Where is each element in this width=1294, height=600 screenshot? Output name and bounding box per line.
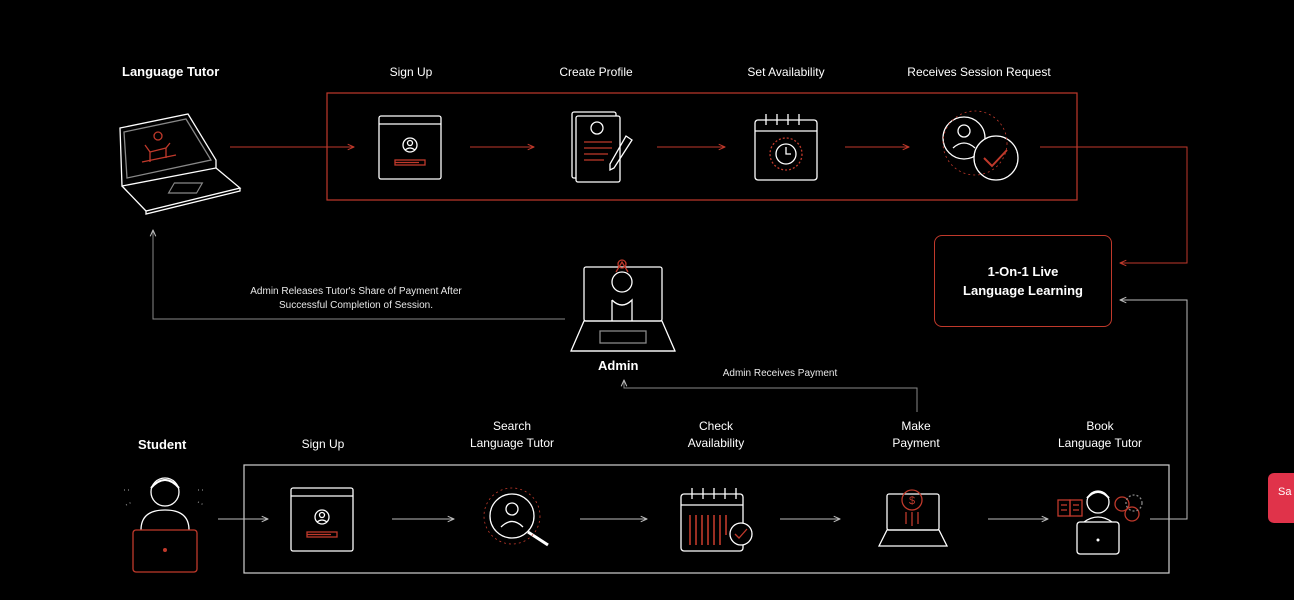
- student-step-check-line2: Availability: [687, 436, 745, 450]
- tutor-step-signup-label: Sign Up: [389, 65, 433, 79]
- book-tutor-icon: [1057, 490, 1143, 555]
- payment-laptop-icon: $: [877, 489, 949, 547]
- admin-release-line2: Successful Completion of Session.: [279, 300, 433, 311]
- tutor-arrows: [230, 147, 1188, 263]
- admin-release-note: Admin Releases Tutor's Share of Payment …: [220, 285, 492, 313]
- student-arrows: [218, 300, 1188, 519]
- admin-receives-payment-note: Admin Receives Payment: [722, 368, 838, 379]
- live-learning-line1: 1-On-1 Live: [987, 264, 1059, 279]
- student-step-signup-label: Sign Up: [272, 436, 374, 453]
- student-avatar-icon: [124, 477, 206, 573]
- student-step-search-label: Search Language Tutor: [452, 418, 572, 452]
- calendar-clock-icon: [754, 114, 818, 181]
- live-learning-line2: Language Learning: [963, 283, 1083, 298]
- svg-text:$: $: [909, 495, 915, 507]
- student-step-payment-line2: Payment: [892, 436, 940, 450]
- student-step-check-label: Check Availability: [666, 418, 766, 452]
- student-step-check-line1: Check: [698, 419, 733, 433]
- student-step-signup-line1: Sign Up: [301, 437, 345, 451]
- live-learning-box: 1-On-1 Live Language Learning: [934, 235, 1112, 327]
- student-step-payment-line1: Make: [901, 419, 931, 433]
- student-step-book-line2: Language Tutor: [1057, 436, 1143, 450]
- student-step-payment-label: Make Payment: [866, 418, 966, 452]
- tutor-step-set-availability-label: Set Availability: [747, 65, 825, 79]
- tutor-step-create-profile-label: Create Profile: [559, 65, 633, 79]
- signup-form-icon: [378, 115, 442, 180]
- user-check-icon: [942, 110, 1019, 181]
- admin-laptop-icon: [570, 259, 676, 352]
- tutor-laptop-icon: [119, 113, 242, 215]
- tutor-actor-label: Language Tutor: [122, 64, 220, 79]
- student-signup-form-icon: [290, 487, 354, 552]
- student-step-search-line1: Search: [492, 419, 532, 433]
- profile-document-icon: [571, 111, 633, 183]
- student-step-book-line1: Book: [1086, 419, 1114, 433]
- side-floating-button[interactable]: Sa: [1268, 473, 1294, 523]
- student-actor-label: Student: [138, 437, 187, 452]
- admin-release-line1: Admin Releases Tutor's Share of Payment …: [250, 286, 462, 297]
- tutor-step-session-request-label: Receives Session Request: [907, 65, 1051, 79]
- calendar-check-icon: [680, 488, 753, 552]
- search-user-icon: [483, 487, 549, 547]
- admin-arrows: [153, 230, 918, 412]
- student-step-search-line2: Language Tutor: [469, 436, 555, 450]
- admin-label: Admin: [598, 358, 639, 373]
- student-step-book-label: Book Language Tutor: [1040, 418, 1160, 452]
